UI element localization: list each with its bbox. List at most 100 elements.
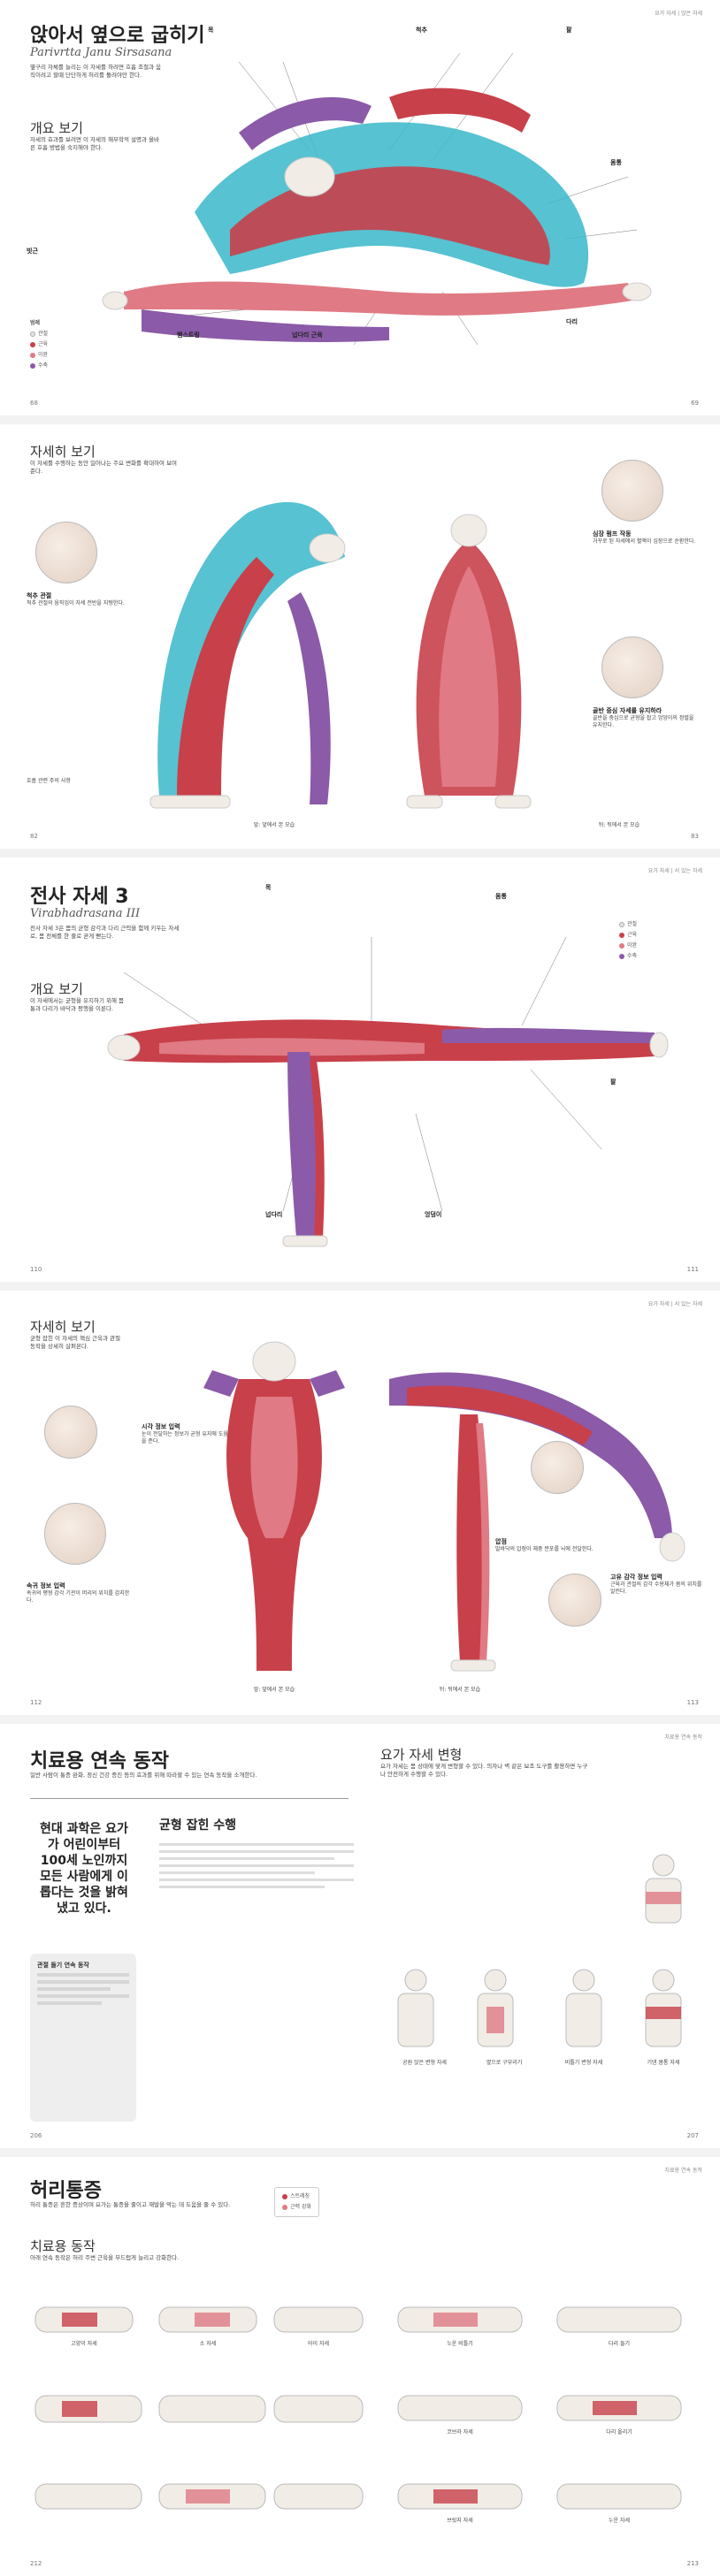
caption-front: 앞: 앞에서 본 모습 [253, 822, 295, 828]
intro-text: 전사 자세 3은 몸의 균형 감각과 다리 근력을 함께 키우는 자세로, 몸 … [30, 925, 180, 940]
label-neck: 목 [208, 27, 214, 34]
caption-back: 뒤: 뒤에서 본 모습 [439, 1687, 481, 1693]
caption-variation: 비틀기 변형 자세 [564, 2060, 603, 2066]
chair-figures [397, 1854, 682, 2047]
intro-text: 옆구리 자체를 늘리는 이 자세를 하려면 호흡 조절과 움직이려고 할때 단단… [30, 64, 162, 79]
intro-text: 일반 사람이 통증 완화, 정신 건강 증진 등의 효과를 위해 따라할 수 있… [30, 1772, 257, 1779]
legend-item: 이완 [30, 350, 48, 358]
eye-circle [44, 1406, 97, 1459]
legend-item: 근력 강화 [282, 2202, 311, 2210]
label-quad: 넙다리 근육 [292, 332, 323, 339]
sidebar-box: 관절 돌기 연속 동작 [30, 1954, 136, 2122]
legend-item: 관절 [619, 919, 637, 927]
caption-sequence: 브릿지 자세 [447, 2518, 473, 2524]
legend: 범례 관절 근육 이완 수축 [30, 318, 48, 371]
detail-intro: 균형 잡힌 이 자세의 핵심 근육과 관절 동작을 상세히 살펴본다. [30, 1335, 121, 1350]
label-torso: 몸통 [495, 893, 507, 900]
page-number-left: 206 [30, 2132, 42, 2139]
page-number-right: 83 [691, 833, 699, 840]
label-thigh: 넙다리 [265, 1211, 283, 1218]
spread-3: 요가 자세 | 서 있는 자세 전사 자세 3 Virabhadrasana I… [0, 857, 720, 1282]
spread-2: 자세히 보기 이 자세를 수행하는 동안 일어나는 주요 변화를 확대하여 보여… [0, 424, 720, 849]
caption-variation: 옆으로 구부리기 [486, 2060, 523, 2066]
variation-heading: 요가 자세 변형 [380, 1747, 463, 1763]
legend-title: 범례 [30, 320, 41, 326]
legend-item: 이완 [619, 941, 637, 949]
header-tag: 요가 자세 | 앉은 자세 [655, 11, 702, 17]
anatomy-figure [102, 52, 652, 346]
label-spine: 척추 [416, 27, 427, 34]
heart-circle [601, 460, 663, 522]
caption-sequence: 다리 올리기 [606, 2429, 632, 2435]
caption-variation: 기댄 몸통 자세 [647, 2060, 680, 2066]
caption-sequence: 누운 자세 [609, 2518, 630, 2524]
caption-sequence: 아이 자세 [308, 2341, 329, 2347]
page-number-right: 111 [686, 1266, 699, 1273]
pull-quote: 현대 과학은 요가가 어린이부터 100세 노인까지 모든 사람에게 이롭다는 … [40, 1822, 128, 1916]
spread-1: 요가 자세 | 앉은 자세 앉아서 옆으로 굽히기 Parivrtta Janu… [0, 0, 720, 415]
label-arm: 팔 [610, 1078, 617, 1086]
spread-4: 요가 자세 | 서 있는 자세 자세히 보기 균형 잡힌 이 자세의 핵심 근육… [0, 1291, 720, 1715]
detail-heading: 자세히 보기 [30, 1319, 96, 1335]
sidebar-lines [37, 1973, 129, 2005]
caption-sequence: 다리 들기 [609, 2341, 630, 2347]
page-title: 전사 자세 3 [30, 886, 129, 908]
caption-sequence: 누운 비틀기 [447, 2341, 473, 2347]
page-number-right: 207 [686, 2132, 699, 2139]
label-leg: 다리 [566, 318, 578, 325]
sanskrit-title: Parivrtta Janu Sirsasana [30, 46, 172, 59]
page-number-left: 82 [30, 833, 38, 840]
pelvis-circle [601, 636, 663, 698]
intro-text: 허리 통증은 흔한 증상이며 요가는 통증을 줄이고 재발을 막는 데 도움을 … [30, 2201, 231, 2208]
legend-item: 수축 [30, 361, 48, 369]
label-torso: 몸통 [610, 159, 622, 166]
caption-sequence: 소 자세 [199, 2341, 217, 2347]
ear-circle [44, 1503, 106, 1565]
page-number-right: 213 [686, 2560, 699, 2567]
overview-text: 이 자세에서는 균형을 유지하기 위해 몸통과 다리가 바닥과 평행을 이룬다. [30, 997, 125, 1012]
legend-item: 스트레칭 [282, 2191, 311, 2199]
page-title: 앉아서 옆으로 굽히기 [30, 25, 205, 47]
header-tag: 치료용 연속 동작 [664, 2168, 702, 2174]
caption-sequence: 고양이 자세 [71, 2341, 97, 2347]
spine-joint-circle [35, 522, 97, 583]
overview-text: 자세의 효과를 보려면 이 자세의 해부학적 설명과 올바른 호흡 방법을 숙지… [30, 136, 160, 151]
foot-circle [531, 1441, 584, 1494]
label-hamstring: 햄스트링 [177, 332, 200, 339]
spread-6: 치료용 연속 동작 허리통증 허리 통증은 흔한 증상이며 요가는 통증을 줄이… [0, 2157, 720, 2576]
page-number-right: 69 [691, 400, 699, 407]
header-tag: 치료용 연속 동작 [664, 1734, 702, 1741]
caption-back: 뒤: 뒤에서 본 모습 [598, 822, 640, 828]
sidebar-note: 호흡 관련 주의 사항 [27, 778, 71, 784]
detail-heading: 자세히 보기 [30, 444, 96, 460]
warrior-back-figure [203, 1341, 345, 1671]
sequence-heading: 치료용 동작 [30, 2238, 96, 2254]
spread-5: 치료용 연속 동작 치료용 연속 동작 일반 사람이 통증 완화, 정신 건강 … [0, 1724, 720, 2148]
overview-heading: 개요 보기 [30, 120, 83, 136]
detail-intro: 이 자세를 수행하는 동안 일어나는 주요 변화를 확대하여 보여준다. [30, 460, 178, 475]
page-number-left: 110 [30, 1266, 42, 1273]
variation-intro: 요가 자세는 몸 상태에 맞게 변형할 수 있다. 의자나 벽 같은 보조 도구… [380, 1763, 588, 1778]
page-number-left: 68 [30, 400, 38, 407]
legend: 스트레칭 근력 강화 [274, 2187, 319, 2217]
caption-variation: 공원 앉은 변형 자세 [402, 2060, 447, 2066]
legend-item: 근육 [30, 339, 48, 347]
label-obliques: 빗근 [27, 248, 38, 255]
label-neck: 목 [265, 884, 272, 891]
legend-item: 관절 [30, 329, 48, 337]
page-number-right: 113 [686, 1699, 699, 1706]
page-title: 치료용 연속 동작 [30, 1750, 169, 1772]
legend-item: 근육 [619, 930, 637, 938]
legend-item: 수축 [619, 951, 637, 959]
label-arm: 팔 [566, 27, 572, 34]
caption-front: 앞: 앞에서 본 모습 [253, 1687, 295, 1693]
warrior-figure [107, 936, 669, 1247]
warrior-side-figure [389, 1372, 686, 1672]
overview-heading: 개요 보기 [30, 981, 83, 997]
